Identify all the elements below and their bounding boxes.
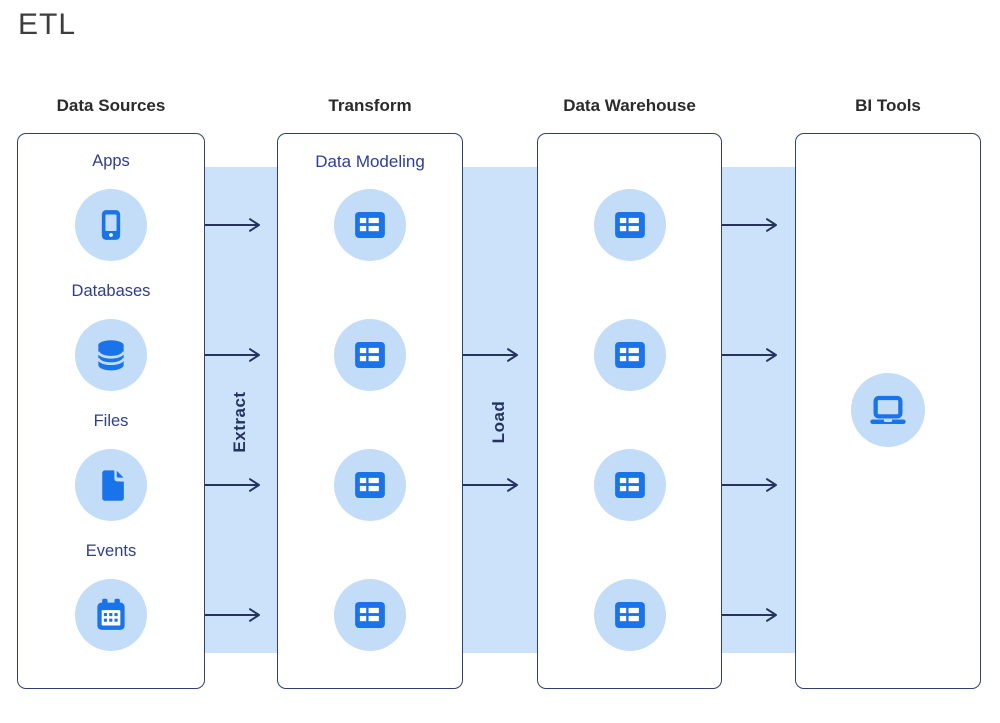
laptop-icon bbox=[870, 395, 906, 424]
flow-arrow bbox=[205, 347, 265, 363]
column-header-data-warehouse: Data Warehouse bbox=[563, 96, 696, 115]
arrow-right-icon bbox=[205, 478, 260, 492]
arrow-right-icon bbox=[463, 478, 518, 492]
arrow-right-icon bbox=[463, 348, 518, 362]
database-icon bbox=[96, 340, 126, 371]
icon-circle bbox=[334, 189, 406, 261]
column-subtitle-transform: Data Modeling bbox=[315, 152, 425, 171]
page-title: ETL bbox=[18, 8, 77, 41]
icon-circle bbox=[75, 319, 147, 391]
arrow-right-icon bbox=[722, 478, 777, 492]
flow-arrow bbox=[722, 347, 782, 363]
icon-circle bbox=[593, 319, 666, 391]
icon-circle bbox=[75, 449, 147, 521]
table-icon bbox=[614, 472, 645, 498]
column-header-data-sources: Data Sources bbox=[56, 96, 166, 115]
smartphone-icon bbox=[101, 210, 121, 240]
arrow-right-icon bbox=[722, 608, 777, 622]
flow-arrow bbox=[463, 347, 523, 363]
flow-label-extract: Extract bbox=[230, 391, 249, 453]
flow-band-extract bbox=[205, 167, 277, 653]
icon-circle bbox=[851, 373, 925, 447]
flow-arrow bbox=[722, 607, 782, 623]
arrow-right-icon bbox=[205, 218, 260, 232]
item-label-apps: Apps bbox=[92, 152, 130, 170]
flow-arrow bbox=[205, 217, 265, 233]
icon-circle bbox=[334, 449, 406, 521]
table-icon bbox=[614, 602, 645, 628]
flow-arrow bbox=[205, 607, 265, 623]
calendar-icon bbox=[97, 598, 125, 630]
flow-band-warehouse-to-bi bbox=[722, 167, 795, 653]
table-icon bbox=[355, 212, 385, 238]
column-header-bi-tools: BI Tools bbox=[855, 96, 921, 115]
table-icon bbox=[614, 212, 645, 238]
icon-circle bbox=[334, 319, 406, 391]
icon-circle bbox=[593, 189, 666, 261]
flow-label-load: Load bbox=[489, 400, 508, 444]
icon-circle bbox=[334, 579, 406, 651]
arrow-right-icon bbox=[205, 348, 260, 362]
table-icon bbox=[355, 342, 385, 368]
flow-arrow bbox=[205, 477, 265, 493]
file-icon bbox=[101, 469, 124, 501]
icon-circle bbox=[75, 189, 147, 261]
arrow-right-icon bbox=[205, 608, 260, 622]
flow-arrow bbox=[722, 217, 782, 233]
table-icon bbox=[355, 602, 385, 628]
item-label-databases: Databases bbox=[71, 282, 151, 300]
icon-circle bbox=[593, 579, 666, 651]
table-icon bbox=[355, 472, 385, 498]
item-label-events: Events bbox=[85, 542, 137, 560]
arrow-right-icon bbox=[722, 348, 777, 362]
arrow-right-icon bbox=[722, 218, 777, 232]
flow-arrow bbox=[463, 477, 523, 493]
flow-band-load bbox=[463, 167, 537, 653]
icon-circle bbox=[593, 449, 666, 521]
item-label-files: Files bbox=[93, 412, 129, 430]
table-icon bbox=[614, 342, 645, 368]
flow-arrow bbox=[722, 477, 782, 493]
icon-circle bbox=[75, 579, 147, 651]
column-header-transform: Transform bbox=[328, 96, 412, 115]
